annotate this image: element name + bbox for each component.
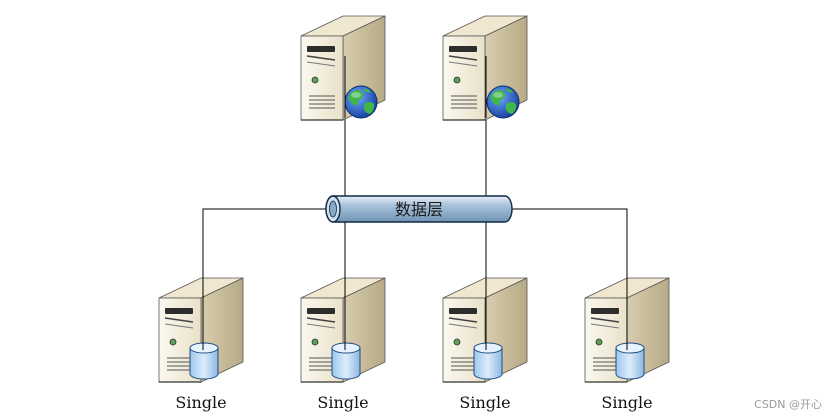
database-icon (189, 342, 219, 380)
watermark: CSDN @开心 (754, 398, 822, 411)
connection-lines (202, 118, 628, 350)
connector-overlay (202, 56, 628, 350)
database-icon (473, 342, 503, 380)
data-layer-pipe: 数据层 (325, 195, 513, 223)
globe-icon (344, 85, 378, 119)
database-server-icon (158, 277, 244, 383)
server-labels: Single Single Single Single (175, 393, 652, 412)
database-server-icon (584, 277, 670, 383)
server-label: Single (459, 393, 510, 412)
web-servers (300, 15, 528, 121)
database-icon (615, 342, 645, 380)
web-server-icon (300, 15, 386, 121)
database-icon (331, 342, 361, 380)
server-label: Single (175, 393, 226, 412)
database-servers (158, 277, 670, 383)
web-server-icon (442, 15, 528, 121)
database-server-icon (300, 277, 386, 383)
data-layer-label: 数据层 (395, 200, 443, 219)
database-server-icon (442, 277, 528, 383)
server-label: Single (317, 393, 368, 412)
server-label: Single (601, 393, 652, 412)
globe-icon (486, 85, 520, 119)
